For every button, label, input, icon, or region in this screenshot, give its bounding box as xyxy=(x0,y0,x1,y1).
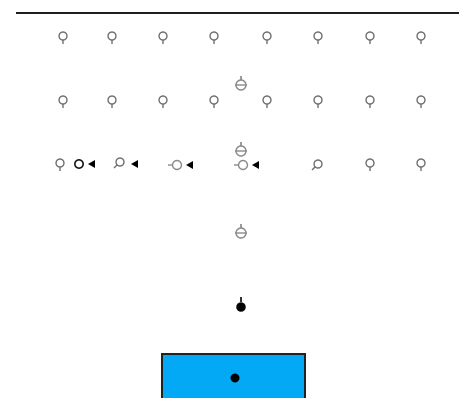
arrow-left-icon xyxy=(88,160,95,168)
pin-icon xyxy=(59,32,67,44)
pin-icon xyxy=(366,32,374,44)
ring-icon xyxy=(75,160,83,168)
launcher-ball-holder xyxy=(163,355,304,398)
pin-icon xyxy=(114,158,124,168)
pin-icon xyxy=(312,160,322,170)
pin-icon xyxy=(314,96,322,108)
ghost-ball-icon xyxy=(168,161,182,170)
pin-icon xyxy=(159,32,167,44)
pin-icon xyxy=(56,159,64,171)
arrow-left-icon xyxy=(131,160,138,168)
pin-icon xyxy=(417,96,425,108)
pin-icon xyxy=(108,96,116,108)
arrow-left-icon xyxy=(252,161,259,169)
pin-icon xyxy=(417,32,425,44)
launcher-box[interactable] xyxy=(161,353,306,398)
pin-icon xyxy=(210,96,218,108)
pin-icon xyxy=(59,96,67,108)
pin-icon xyxy=(417,159,425,171)
ball-icon xyxy=(236,297,246,312)
ghost-ball-icon xyxy=(235,142,247,156)
ghost-ball-icon xyxy=(235,76,247,90)
pin-icon xyxy=(108,32,116,44)
ghost-ball-icon xyxy=(234,161,248,170)
pin-icon xyxy=(366,159,374,171)
pin-icon xyxy=(263,96,271,108)
pin-icon xyxy=(366,96,374,108)
ghost-ball-icon xyxy=(235,224,247,238)
arrow-left-icon xyxy=(186,161,193,169)
pin-icon xyxy=(314,32,322,44)
pin-icon xyxy=(210,32,218,44)
launcher-ball-icon xyxy=(231,374,240,383)
pin-icon xyxy=(159,96,167,108)
pin-icon xyxy=(263,32,271,44)
